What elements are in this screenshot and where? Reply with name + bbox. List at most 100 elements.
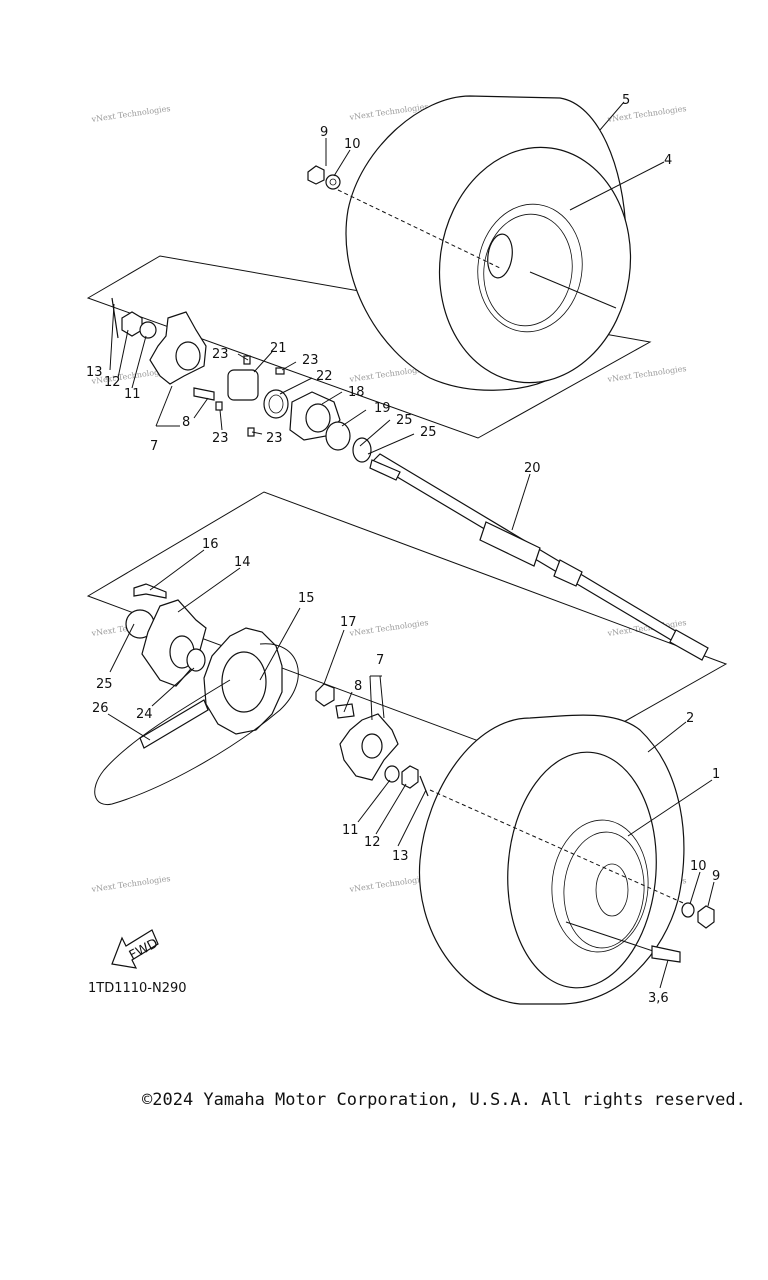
callout-19: 19	[374, 401, 391, 416]
castle-nut-12-lower	[401, 765, 419, 789]
o-ring-25-upper	[352, 437, 372, 463]
callout-10-lower: 10	[690, 859, 707, 874]
fwd-arrow: FWD	[111, 929, 161, 969]
axle-spline-end	[669, 629, 709, 661]
screw-23-b	[275, 367, 285, 375]
watermark: vNext Technologies	[348, 618, 429, 638]
axle-spline-inner	[369, 459, 401, 481]
upper-wheel-leader	[529, 271, 617, 309]
lower-wheel-rim-outer	[551, 819, 649, 953]
callout-9-upper: 9	[320, 125, 328, 140]
circlip-19	[325, 421, 351, 451]
nut-9-upper	[307, 165, 325, 185]
axle-leader	[511, 473, 531, 531]
axle-spline-outer	[553, 559, 583, 587]
callout-24: 24	[136, 707, 153, 722]
o-ring-24	[186, 648, 206, 672]
leader-lines	[107, 101, 715, 989]
callout-12-upper: 12	[104, 375, 121, 390]
callout-23-b: 23	[302, 353, 319, 368]
callout-3-6: 3,6	[648, 991, 669, 1006]
callout-22: 22	[316, 369, 333, 384]
callout-11-lower: 11	[342, 823, 359, 838]
cotter-pin-13-upper	[111, 297, 119, 339]
axle-spline-mid	[479, 521, 541, 567]
copyright-notice: ©2024 Yamaha Motor Corporation, U.S.A. A…	[142, 1090, 746, 1110]
callout-23-d: 23	[266, 431, 283, 446]
upper-axle-centerline	[337, 189, 501, 269]
fwd-arrow-icon	[111, 929, 159, 969]
callout-26: 26	[92, 701, 109, 716]
callout-25-b: 25	[420, 425, 437, 440]
bolt-8-lower	[335, 703, 355, 719]
callout-9-lower: 9	[712, 869, 720, 884]
callout-23-c: 23	[212, 431, 229, 446]
watermark: vNext Technologies	[606, 104, 687, 124]
callout-13-lower: 13	[392, 849, 409, 864]
lower-valve-leader	[565, 921, 657, 953]
callout-13-upper: 13	[86, 365, 103, 380]
nut-17	[315, 683, 335, 707]
castle-nut-12-upper	[121, 311, 143, 337]
watermark: vNext Technologies	[90, 104, 171, 124]
oil-seal-22-inner	[268, 394, 284, 414]
sprocket-15-center	[221, 651, 267, 713]
diagram-code: 1TD1110-N290	[88, 981, 187, 996]
callout-7-upper: 7	[150, 439, 158, 454]
lower-tire-and-wheel	[418, 714, 691, 1005]
callout-16: 16	[202, 537, 219, 552]
lower-wheel-rim-inner	[563, 831, 645, 949]
watermark: vNext Technologies	[348, 874, 429, 894]
callout-12-lower: 12	[364, 835, 381, 850]
callout-8-upper: 8	[182, 415, 190, 430]
callout-25-c: 25	[96, 677, 113, 692]
nut-9-lower	[697, 905, 715, 929]
bolt-16	[133, 583, 167, 599]
watermark: vNext Technologies	[606, 364, 687, 384]
lower-knuckle-group	[315, 683, 429, 797]
callout-2: 2	[686, 711, 694, 726]
bolt-8-upper	[193, 387, 215, 401]
upper-wheel-hub	[487, 233, 513, 279]
drive-chain-26-segment	[139, 699, 209, 749]
callout-7-lower: 7	[376, 653, 384, 668]
lower-tire-sidewall	[507, 751, 657, 989]
upper-nut-washer	[307, 165, 341, 190]
callout-14: 14	[234, 555, 251, 570]
washer-11-upper	[139, 321, 157, 339]
callout-20: 20	[524, 461, 541, 476]
callout-1: 1	[712, 767, 720, 782]
upper-assembly-plane	[86, 255, 652, 439]
bearing-18	[305, 403, 331, 433]
callout-5: 5	[622, 93, 630, 108]
knuckle-boss	[175, 341, 201, 371]
lower-axle-centerline	[429, 789, 691, 907]
sprocket-leader	[259, 607, 301, 681]
washer-11-lower	[384, 765, 400, 783]
callout-21: 21	[270, 341, 287, 356]
screw-23-c	[215, 401, 223, 411]
callouts: 9 10 5 4 13 12 11 8 7 23 21 23 22 18 19 …	[86, 93, 720, 1006]
washer-10-upper	[325, 174, 341, 190]
callout-10-upper: 10	[344, 137, 361, 152]
upper-knuckle-group	[111, 297, 372, 463]
callout-8-lower: 8	[354, 679, 362, 694]
lower-knuckle-boss	[361, 733, 383, 759]
washer-10-lower	[681, 902, 695, 918]
lower-assembly-plane	[86, 491, 728, 767]
axle-shaft-20	[369, 453, 709, 661]
sprocket-group	[94, 583, 301, 806]
valve-stem-3	[651, 945, 681, 963]
callout-4: 4	[664, 153, 672, 168]
callout-18: 18	[348, 385, 365, 400]
upper-wheel-rim-inner	[483, 213, 573, 327]
callout-17: 17	[340, 615, 357, 630]
upper-tire-sidewall	[438, 146, 632, 384]
washer-10-upper-hole	[329, 178, 337, 186]
collar-21	[227, 369, 259, 401]
upper-tire-and-wheel	[337, 95, 632, 391]
callout-25-a: 25	[396, 413, 413, 428]
lower-nut-washer	[681, 902, 715, 929]
callout-15: 15	[298, 591, 315, 606]
